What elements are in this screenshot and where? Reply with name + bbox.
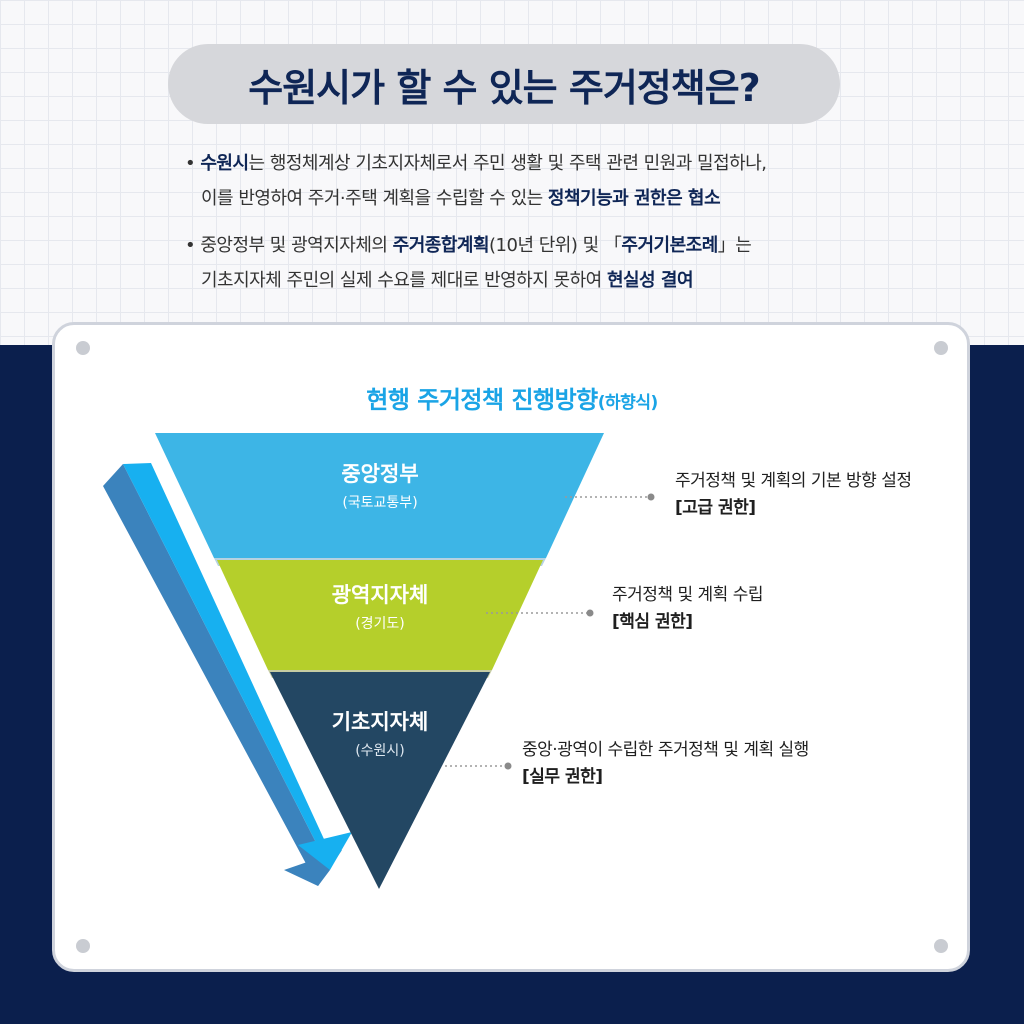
diagram-title: 현행 주거정책 진행방향(하향식) [0,380,1024,415]
bullet-line: • 중앙정부 및 광역지자체의 주거종합계획(10년 단위) 및 「주거기본조례… [185,235,752,256]
bullet-list: • 수원시는 행정체계상 기초지자체로서 주민 생활 및 주택 관련 민원과 밀… [185,146,905,298]
direction-arrow-body [123,463,330,870]
tier-desc-text: 중앙·광역이 수립한 주거정책 및 계획 실행 [522,740,809,760]
bullet-text: (10년 단위) 및 「 [489,235,622,256]
bullet-line: • 수원시는 행정체계상 기초지자체로서 주민 생활 및 주택 관련 민원과 밀… [185,153,767,174]
tier-role: [고급 권한] [675,498,756,518]
tier-local-shape [270,672,490,889]
tier-desc-text: 주거정책 및 계획 수립 [612,585,763,605]
bullet-item-1: • 수원시는 행정체계상 기초지자체로서 주민 생활 및 주택 관련 민원과 밀… [185,146,905,216]
bullet-bold: 정책기능과 권한은 협소 [547,188,721,209]
bullet-line: 기초지자체 주민의 실제 수요를 제대로 반영하지 못하여 현실성 결여 [185,263,905,298]
tier-central-label: 중앙정부 (국토교통부) [280,458,480,512]
leader-dot [647,493,655,501]
tier-name: 광역지자체 [331,583,429,607]
card-corner-dot [934,939,948,953]
page-title: 수원시가 할 수 있는 주거정책은? [248,65,760,110]
tier-regional-shape [217,560,543,670]
tier-regional-description: 주거정책 및 계획 수립 [핵심 권한] [612,582,763,636]
bullet-text: 중앙정부 및 광역지자체의 [200,235,393,256]
tier-regional-label: 광역지자체 (경기도) [280,579,480,633]
card-corner-dot [76,939,90,953]
bullet-item-2: • 중앙정부 및 광역지자체의 주거종합계획(10년 단위) 및 「주거기본조례… [185,228,905,298]
bullet-text: 」는 [717,235,752,256]
bullet-bold: 주거종합계획 [392,235,490,256]
tier-name: 기초지자체 [331,710,429,734]
tier-role: [핵심 권한] [612,612,693,632]
bullet-bold: 현실성 결여 [606,270,694,291]
tier-local-label: 기초지자체 (수원시) [280,706,480,760]
leader-dot [504,762,512,770]
tier-local-description: 중앙·광역이 수립한 주거정책 및 계획 실행 [실무 권한] [522,737,809,791]
bullet-text: 이를 반영하여 주거·주택 계획을 수립할 수 있는 [201,188,548,209]
tier-role: [실무 권한] [522,767,603,787]
bullet-bold: 주거기본조례 [621,235,718,256]
tier-name: 중앙정부 [341,462,419,486]
diagram-title-main: 현행 주거정책 진행방향 [366,386,598,414]
leader-dot [586,609,594,617]
tier-org: (국토교통부) [342,495,418,511]
tier-central-shape [155,433,604,558]
diagram-title-sub: (하향식) [597,393,658,413]
bullet-bold: 수원시 [200,153,249,174]
card-corner-dot [76,341,90,355]
direction-arrow-shadow [103,464,330,886]
direction-arrow-head [298,832,352,870]
title-pill: 수원시가 할 수 있는 주거정책은? [168,44,840,124]
tier-org: (수원시) [355,743,405,759]
bullet-text: 는 행정체계상 기초지자체로서 주민 생활 및 주택 관련 민원과 밀접하나, [248,153,767,174]
tier-org: (경기도) [355,616,405,632]
bullet-line: 이를 반영하여 주거·주택 계획을 수립할 수 있는 정책기능과 권한은 협소 [185,181,905,216]
card-corner-dot [934,341,948,355]
tier-desc-text: 주거정책 및 계획의 기본 방향 설정 [675,471,912,491]
bullet-text: 기초지자체 주민의 실제 수요를 제대로 반영하지 못하여 [201,270,607,291]
tier-central-description: 주거정책 및 계획의 기본 방향 설정 [고급 권한] [675,468,912,522]
